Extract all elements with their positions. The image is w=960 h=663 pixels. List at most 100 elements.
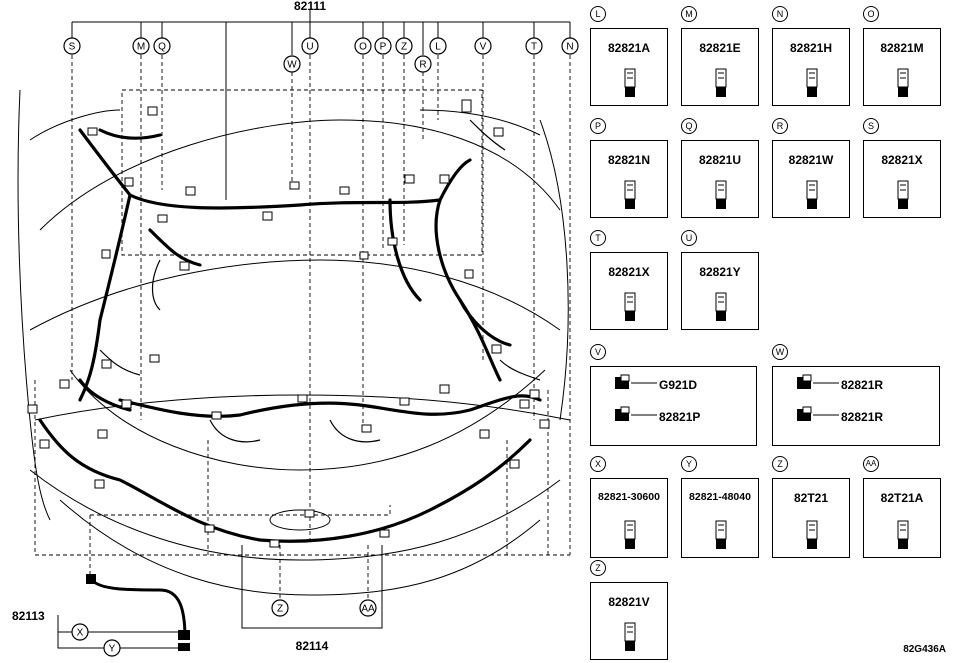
callout-l-circle bbox=[429, 37, 447, 55]
part-number: 82T21A bbox=[880, 491, 924, 505]
callout-t-circle bbox=[525, 37, 543, 55]
part-number: 82821R bbox=[841, 410, 884, 424]
callout-p: P bbox=[380, 42, 387, 53]
callout-x-circle bbox=[71, 623, 89, 641]
part-number: 82821Y bbox=[699, 265, 741, 279]
part-number: 82821A bbox=[607, 41, 651, 55]
connector-icon bbox=[624, 622, 636, 651]
connector-icon bbox=[897, 180, 909, 209]
part-letter-n: N bbox=[772, 6, 788, 22]
callout-u-circle bbox=[301, 37, 319, 55]
connector-icon bbox=[806, 68, 818, 97]
part-image bbox=[710, 65, 732, 106]
part-letter-v: V bbox=[590, 344, 606, 360]
part-box-x: 82821-30600 bbox=[590, 478, 668, 558]
connector-icon bbox=[806, 180, 818, 209]
connector-icon bbox=[715, 520, 727, 549]
connector-icon bbox=[624, 68, 636, 97]
callout-s-circle bbox=[63, 37, 81, 55]
callout-o: O bbox=[359, 42, 367, 53]
part-box-aa: 82T21A bbox=[863, 478, 941, 558]
part-box-n: 82821H bbox=[772, 28, 850, 106]
part-number: 82821-48040 bbox=[689, 491, 751, 503]
part-number: 82821P bbox=[659, 410, 701, 424]
connector-icon bbox=[624, 520, 636, 549]
callout-n: N bbox=[566, 42, 573, 53]
part-number: 82821-30600 bbox=[598, 491, 660, 503]
part-box-m: 82821E bbox=[681, 28, 759, 106]
part-number: 82821V bbox=[608, 595, 650, 609]
callout-q: Q bbox=[158, 42, 166, 53]
part-image bbox=[892, 65, 914, 106]
left-callouts: XY bbox=[71, 623, 121, 657]
callout-n-circle bbox=[561, 37, 579, 55]
connector-icon bbox=[806, 520, 818, 549]
callout-z: Z bbox=[401, 42, 407, 53]
part-image bbox=[710, 177, 732, 218]
connector-icon bbox=[797, 406, 839, 421]
callout-m-circle bbox=[132, 37, 150, 55]
part-number: 82821R bbox=[841, 378, 884, 392]
callout-m: M bbox=[137, 42, 145, 53]
part-image bbox=[613, 373, 693, 400]
part-image bbox=[892, 177, 914, 218]
connector-icon bbox=[615, 406, 657, 421]
connector-icon bbox=[797, 374, 839, 389]
part-number: 82821H bbox=[789, 41, 833, 55]
callout-o-circle bbox=[354, 37, 372, 55]
callout-v: V bbox=[480, 42, 487, 53]
part-image bbox=[795, 373, 875, 400]
part-box-l: 82821A bbox=[590, 28, 668, 106]
callout-w-circle bbox=[283, 55, 301, 73]
part-box-t: 82821X bbox=[590, 252, 668, 330]
part-image bbox=[619, 289, 641, 330]
part-image bbox=[710, 289, 732, 330]
connector-icon bbox=[615, 374, 657, 389]
part-image bbox=[619, 619, 641, 660]
callout-s: S bbox=[69, 42, 76, 53]
connector-icon bbox=[624, 180, 636, 209]
part-box-u: 82821Y bbox=[681, 252, 759, 330]
part-number: 82821X bbox=[608, 265, 650, 279]
part-image bbox=[619, 177, 641, 218]
part-number: 82821U bbox=[698, 153, 742, 167]
part-letter-p: P bbox=[590, 118, 606, 134]
part-label-82113: 82113 bbox=[12, 609, 45, 623]
cable-82113 bbox=[86, 574, 190, 651]
callout-aa-circle bbox=[359, 599, 377, 617]
part-number: 82T21 bbox=[793, 491, 829, 505]
callout-v-circle bbox=[474, 37, 492, 55]
callout-x: X bbox=[77, 628, 84, 639]
part-letter-aa: AA bbox=[863, 456, 879, 472]
connector-icon bbox=[715, 292, 727, 321]
part-number: 82821X bbox=[881, 153, 923, 167]
part-label-82114: 82114 bbox=[296, 639, 329, 653]
part-box-r: 82821W bbox=[772, 140, 850, 218]
part-image bbox=[795, 405, 875, 432]
connector-icon bbox=[897, 68, 909, 97]
part-box-o: 82821M bbox=[863, 28, 941, 106]
callout-y: Y bbox=[109, 644, 116, 655]
connector-icon bbox=[897, 520, 909, 549]
callout-r: R bbox=[419, 60, 426, 71]
part-number: 82821E bbox=[699, 41, 741, 55]
part-letter-o: O bbox=[863, 6, 879, 22]
part-image bbox=[801, 517, 823, 558]
part-image bbox=[892, 517, 914, 558]
part-letter-t: T bbox=[590, 230, 606, 246]
callout-w: W bbox=[287, 60, 297, 71]
callout-t: T bbox=[531, 42, 537, 53]
callout-r-circle bbox=[414, 55, 432, 73]
part-image bbox=[801, 177, 823, 218]
part-box-s: 82821X bbox=[863, 140, 941, 218]
part-number: 82821W bbox=[788, 153, 834, 167]
harness-connectors bbox=[27, 99, 550, 548]
callout-aa: AA bbox=[361, 604, 375, 615]
part-number: 82821M bbox=[880, 41, 924, 55]
callout-u: U bbox=[306, 42, 313, 53]
part-number: 82821N bbox=[607, 153, 651, 167]
callout-z-circle bbox=[395, 37, 413, 55]
